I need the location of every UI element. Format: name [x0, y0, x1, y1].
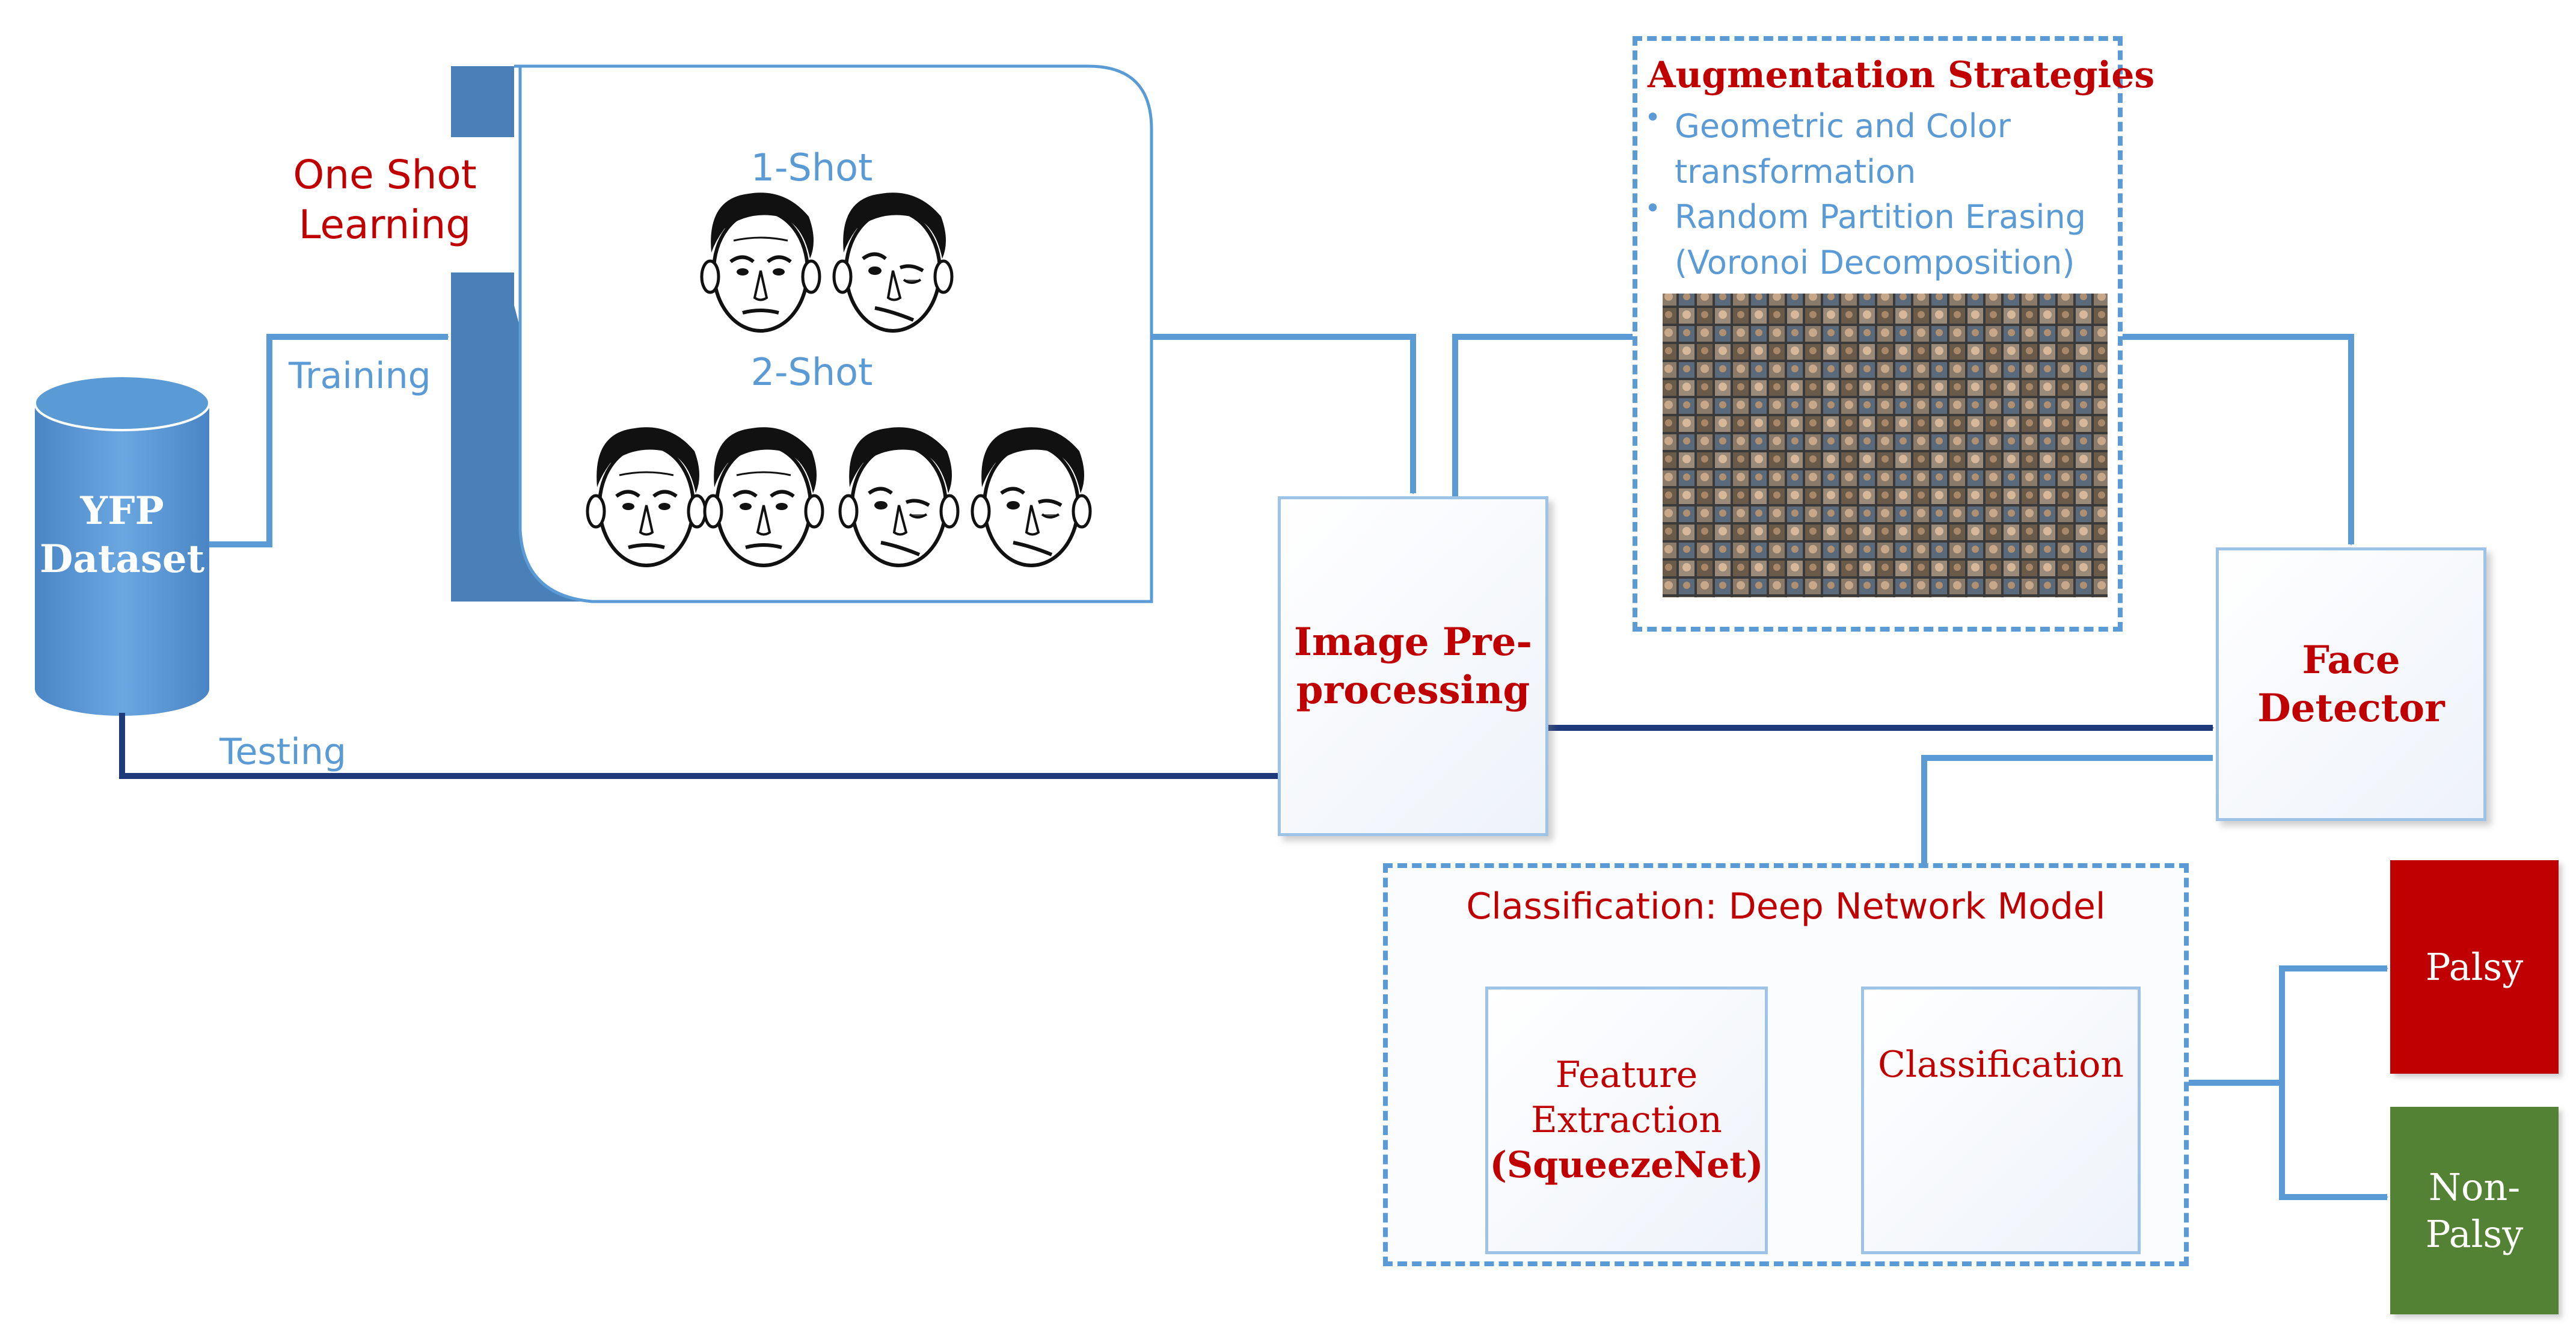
face-2shot-palsy-a: [840, 427, 958, 565]
non-palsy-line2: Palsy: [2425, 1211, 2524, 1256]
face-2shot-normal-b: [705, 427, 823, 565]
to-non-palsy-arrow: [2279, 1083, 2388, 1200]
bullet-dot-icon: •: [1645, 192, 1661, 225]
face-2shot-normal-a: [587, 427, 705, 565]
feature-line2: Extraction: [1531, 1099, 1722, 1141]
classification-inner-box: Classification: [1861, 987, 2141, 1254]
bullet-2-line2: (Voronoi Decomposition): [1675, 243, 2075, 282]
preprocessing-label: Image Pre- processing: [1294, 618, 1532, 715]
feature-extraction-box: Feature Extraction (SqueezeNet): [1485, 987, 1768, 1254]
face-1shot-normal: [702, 192, 820, 331]
bullet-1-line1: Geometric and Color: [1675, 107, 2011, 145]
palsy-label: Palsy: [2425, 945, 2524, 989]
augmentation-bullet-1: • Geometric and Color transformation: [1645, 103, 2114, 194]
classifier-label: Classification: [1877, 1044, 2124, 1086]
non-palsy-line1: Non-: [2428, 1165, 2521, 1209]
face-to-classification-connector: [1921, 755, 2213, 863]
one-shot-line1: One Shot: [293, 152, 477, 198]
preprocessing-line2: processing: [1296, 667, 1530, 713]
augmentation-to-face-arrow: [2123, 334, 2354, 546]
testing-label: Testing: [219, 731, 346, 773]
oneshot-to-preprocess-arrow: [1152, 334, 1416, 494]
bullet-dot-icon: •: [1645, 101, 1661, 134]
classification-model-title: Classification: Deep Network Model: [1466, 885, 2106, 928]
augmentation-mosaic-image: [1663, 294, 2108, 597]
one-shot-learning-label: One Shot Learning: [283, 150, 487, 250]
bullet-1-line2: transformation: [1675, 152, 1916, 191]
face-2shot-palsy-b: [972, 427, 1090, 565]
preprocessing-line1: Image Pre-: [1294, 619, 1532, 665]
dataset-line2: Dataset: [39, 537, 205, 582]
testing-arrow: [119, 713, 1279, 779]
image-preprocessing-box: Image Pre- processing: [1278, 496, 1548, 836]
feature-line1: Feature: [1555, 1054, 1698, 1096]
non-palsy-output: Non- Palsy: [2390, 1107, 2559, 1314]
face-detector-box: Face Detector: [2216, 547, 2486, 821]
dataset-cylinder: [34, 375, 210, 716]
training-arrow: [209, 334, 449, 547]
face-detector-line2: Detector: [2257, 685, 2445, 731]
augmentation-title: Augmentation Strategies: [1648, 54, 2155, 96]
augmentation-box: [1633, 36, 2123, 632]
face-detector-label: Face Detector: [2257, 636, 2444, 733]
augmentation-bullets: • Geometric and Color transformation • R…: [1645, 103, 2114, 285]
training-label: Training: [289, 355, 431, 397]
one-shot-line2: Learning: [298, 201, 471, 248]
one-shot-title: 1-Shot: [750, 146, 873, 189]
dataset-line1: YFP: [80, 488, 164, 534]
augmentation-bullet-2: • Random Partition Erasing (Voronoi Deco…: [1645, 194, 2114, 285]
palsy-output: Palsy: [2390, 860, 2559, 1074]
dataset-label: YFP Dataset: [35, 487, 209, 583]
feature-line3: (SqueezeNet): [1489, 1144, 1764, 1186]
preprocess-to-augmentation-arrow: [1452, 334, 1634, 496]
to-palsy-arrow: [2279, 965, 2388, 1083]
bullet-2-line1: Random Partition Erasing: [1675, 198, 2086, 236]
feature-extraction-label: Feature Extraction (SqueezeNet): [1489, 1053, 1763, 1188]
face-detector-line1: Face: [2302, 637, 2400, 683]
two-shot-title: 2-Shot: [750, 350, 873, 394]
face-1shot-palsy: [834, 192, 952, 331]
